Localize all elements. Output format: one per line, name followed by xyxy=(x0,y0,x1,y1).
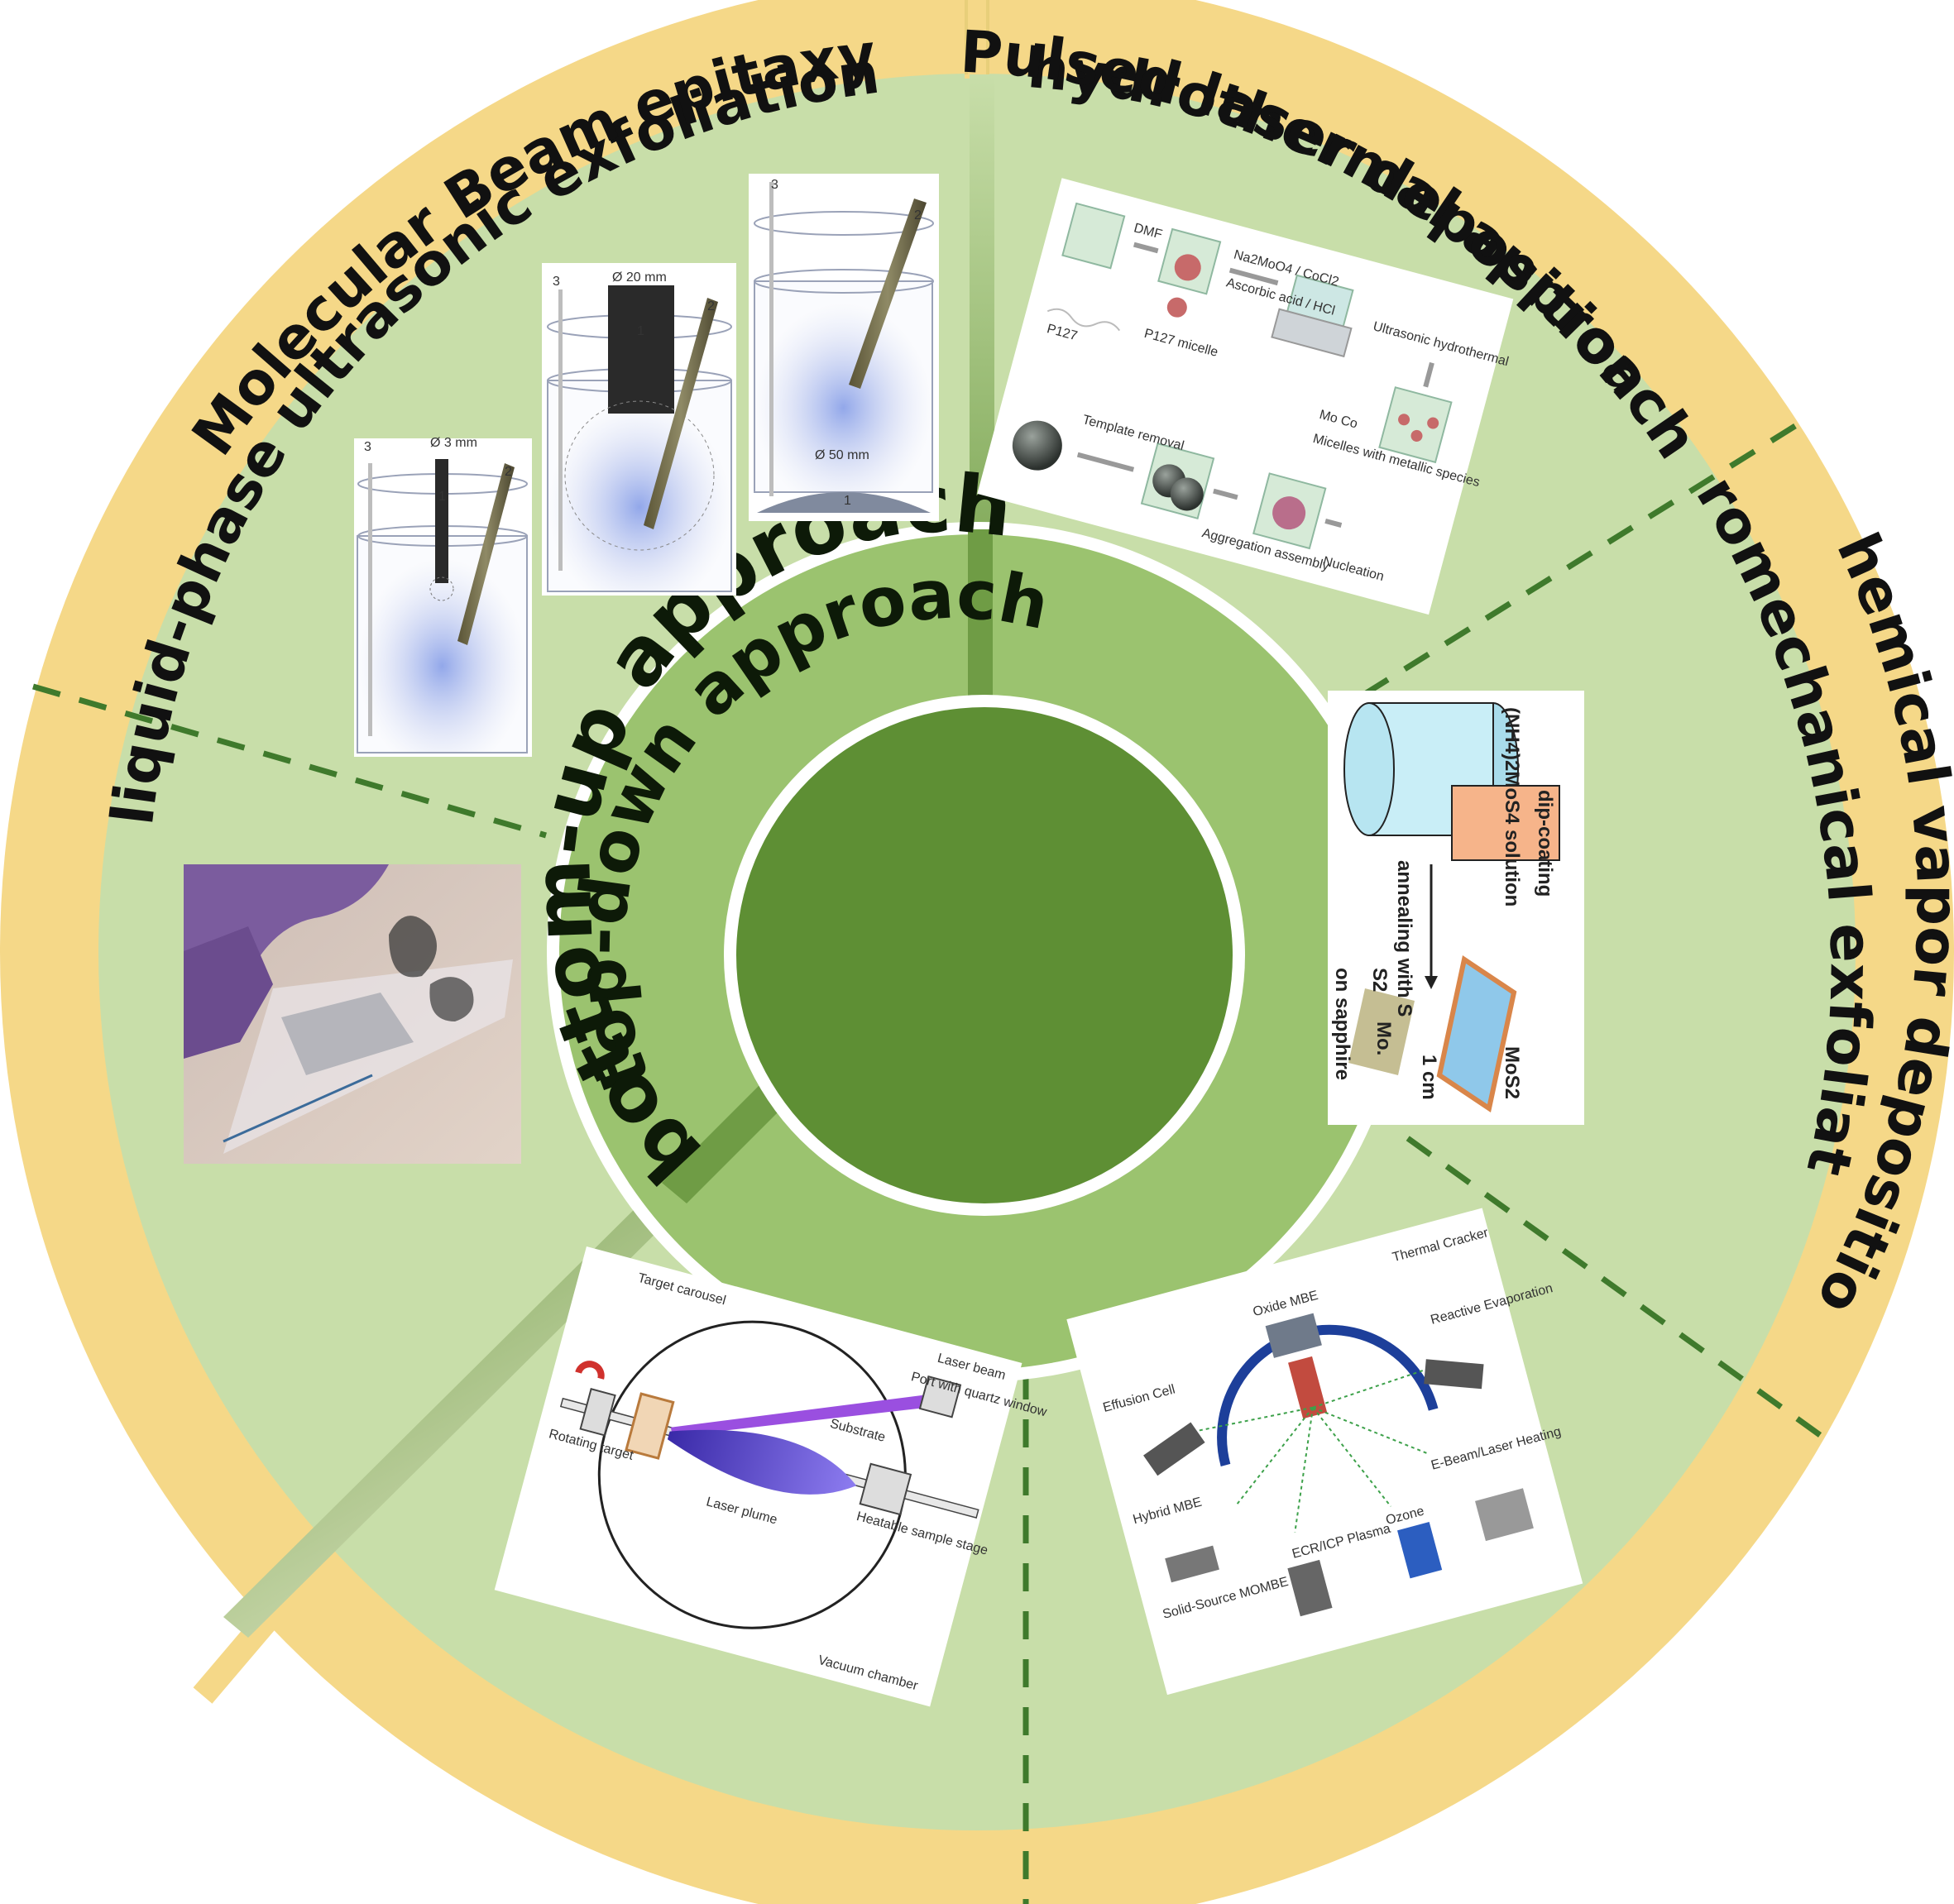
svg-text:3: 3 xyxy=(553,275,560,289)
core xyxy=(736,707,1233,1203)
svg-text:2: 2 xyxy=(505,465,512,479)
svg-text:1: 1 xyxy=(637,324,644,338)
svg-text:Mo.: Mo. xyxy=(1372,1021,1395,1055)
dashed-separators xyxy=(32,423,1822,1904)
svg-text:Ø 3 mm: Ø 3 mm xyxy=(430,436,477,450)
svg-text:Ø 50 mm: Ø 50 mm xyxy=(815,448,869,462)
panel-mbe-scheme: Thermal Cracker Oxide MBE Reactive Evapo… xyxy=(1066,1208,1583,1696)
svg-text:(NH4)2MoS4 solution: (NH4)2MoS4 solution xyxy=(1501,707,1523,907)
svg-text:1: 1 xyxy=(438,490,446,504)
svg-text:1: 1 xyxy=(844,494,851,508)
svg-text:2: 2 xyxy=(707,299,715,313)
svg-text:annealing with S: annealing with S xyxy=(1393,860,1415,1017)
panel-exfoliation-photo xyxy=(184,864,521,1164)
panel-cvd-scheme: (NH4)2MoS4 solution dip-coating annealin… xyxy=(1328,691,1584,1125)
panel-ultrasonic-beakers: Ø 3 mm 1 2 3 Ø 20 mm 1 2 3 Ø 50 mm 1 2 3 xyxy=(354,174,939,757)
svg-text:2: 2 xyxy=(914,208,922,222)
svg-text:dip-coating: dip-coating xyxy=(1534,790,1556,897)
panel-hydrothermal-scheme: DMF Na2MoO4 / CoCl2 Ascorbic acid / HCl … xyxy=(977,178,1514,615)
svg-text:Ø 20 mm: Ø 20 mm xyxy=(612,270,667,285)
svg-text:3: 3 xyxy=(771,178,778,192)
panel-pld-scheme: Target carousel Laser beam Port with qua… xyxy=(494,1246,1048,1707)
hub-spoke-diag xyxy=(662,1075,794,1203)
svg-text:on sapphire: on sapphire xyxy=(1331,968,1353,1080)
svg-text:S2: S2 xyxy=(1368,968,1391,992)
svg-text:1 cm: 1 cm xyxy=(1418,1055,1440,1100)
svg-text:3: 3 xyxy=(364,440,371,454)
ring-dividers xyxy=(193,0,989,1704)
ring-divider-edges xyxy=(965,0,989,74)
svg-text:MoS2: MoS2 xyxy=(1501,1046,1523,1099)
